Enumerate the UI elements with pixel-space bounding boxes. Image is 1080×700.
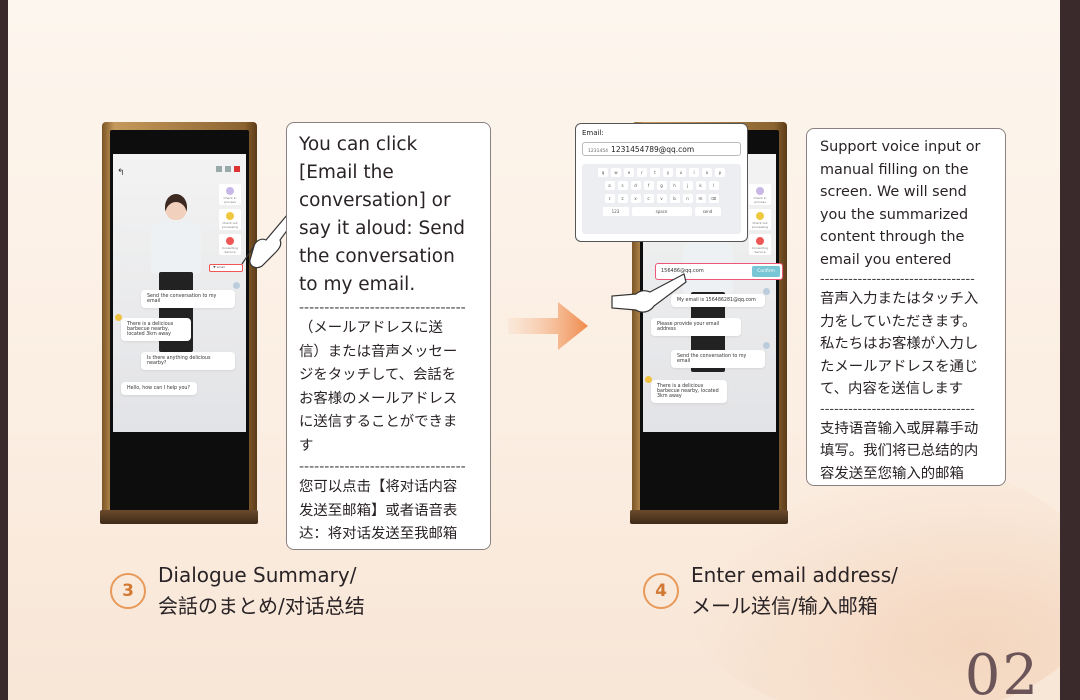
- avatar: [115, 314, 122, 321]
- key[interactable]: i: [689, 168, 699, 177]
- key[interactable]: q: [598, 168, 608, 177]
- on-screen-keyboard: q w e r t y u i o p a s d f g h j k l: [582, 164, 741, 234]
- key[interactable]: k: [695, 181, 706, 190]
- chat-message-bot: There is a delicious barbecue nearby, lo…: [651, 380, 727, 403]
- callout-chinese: 支持语音输入或屏幕手动 填写。我们将已总结的内 容发送至您输入的邮箱: [820, 420, 979, 482]
- key[interactable]: j: [682, 181, 693, 190]
- side-menu: Check in process Check out processing Co…: [219, 184, 241, 255]
- menu-consulting[interactable]: Consulting Service: [749, 234, 771, 255]
- divider: ---------------------------------: [820, 402, 975, 416]
- kiosk-display: ↰ Check in process Check out processing …: [113, 154, 246, 432]
- chat-message-user: My email is 156486281@qq.com: [671, 294, 765, 307]
- key[interactable]: l: [708, 181, 719, 190]
- email-field-value: 1231454789@qq.com: [611, 145, 695, 154]
- menu-check-in[interactable]: Check in process: [749, 184, 771, 205]
- arrow-right-icon: [508, 302, 588, 350]
- chat-message-user: Send the conversation to my email: [141, 290, 235, 308]
- chat-message-bot: Please provide your email address: [651, 318, 741, 336]
- divider: ---------------------------------: [299, 301, 466, 315]
- email-conversation-button[interactable]: ♥ email: [209, 264, 243, 272]
- confirm-button[interactable]: Confirm: [752, 266, 780, 277]
- email-confirm-value: 156486@qq.com: [661, 268, 704, 274]
- key[interactable]: s: [617, 181, 628, 190]
- key[interactable]: a: [604, 181, 615, 190]
- email-confirm-bar[interactable]: 156486@qq.com Confirm: [655, 263, 783, 280]
- key[interactable]: c: [643, 194, 654, 203]
- step-label-3: 3 Dialogue Summary/ 会話のまとめ/对话总结: [110, 560, 365, 622]
- key[interactable]: w: [611, 168, 621, 177]
- shift-key[interactable]: ⇧: [604, 194, 615, 203]
- page-number: 02: [964, 643, 1040, 700]
- email-field-prefix: 1231454: [588, 149, 609, 154]
- step-number-badge: 3: [110, 573, 146, 609]
- avatar: [645, 376, 652, 383]
- send-key[interactable]: send: [694, 207, 721, 216]
- key[interactable]: n: [682, 194, 693, 203]
- side-menu: Check in process Check out processing Co…: [749, 184, 771, 255]
- chat-message-bot: There is a delicious barbecue nearby, lo…: [121, 318, 191, 341]
- kiosk-base: [100, 510, 258, 524]
- chat-message-user: Is there anything delicious nearby?: [141, 352, 235, 370]
- step-label-4: 4 Enter email address/ メール送信/输入邮箱: [643, 560, 898, 622]
- callout-english: You can click [Email the conversation] o…: [299, 134, 466, 295]
- key[interactable]: m: [695, 194, 706, 203]
- step-title: Enter email address/ メール送信/输入邮箱: [691, 563, 898, 618]
- callout-japanese: 音声入力またはタッチ入 力をしていただきます。 私たちはお客様が入力し たメール…: [820, 291, 979, 397]
- keyboard-row: a s d f g h j k l: [586, 181, 737, 190]
- key[interactable]: r: [637, 168, 647, 177]
- callout-step3: You can click [Email the conversation] o…: [286, 122, 491, 550]
- menu-check-out[interactable]: Check out processing: [219, 209, 241, 230]
- space-key[interactable]: space: [631, 207, 692, 216]
- callout-english: Support voice input or manual filling on…: [820, 139, 981, 268]
- key[interactable]: p: [715, 168, 725, 177]
- avatar: [763, 288, 770, 295]
- keyboard-row: ⇧ z x c v b n m ⌫: [586, 194, 737, 203]
- pointing-hand-icon: [611, 273, 687, 313]
- menu-consulting[interactable]: Consulting Service: [219, 234, 241, 255]
- key[interactable]: x: [630, 194, 641, 203]
- key[interactable]: g: [656, 181, 667, 190]
- key[interactable]: y: [663, 168, 673, 177]
- kiosk-base: [630, 510, 788, 524]
- avatar: [233, 282, 240, 289]
- keyboard-row: 123 space send: [586, 207, 737, 216]
- menu-check-in[interactable]: Check in process: [219, 184, 241, 205]
- keyboard-row: q w e r t y u i o p: [586, 168, 737, 177]
- step-number-badge: 4: [643, 573, 679, 609]
- key[interactable]: v: [656, 194, 667, 203]
- key[interactable]: h: [669, 181, 680, 190]
- key[interactable]: z: [617, 194, 628, 203]
- key[interactable]: f: [643, 181, 654, 190]
- divider: ---------------------------------: [820, 273, 975, 286]
- key[interactable]: u: [676, 168, 686, 177]
- avatar: [763, 342, 770, 349]
- divider: ---------------------------------: [299, 460, 466, 474]
- main-panel: ↰ Check in process Check out processing …: [8, 0, 1060, 700]
- email-label: Email:: [582, 129, 604, 137]
- key[interactable]: e: [624, 168, 634, 177]
- key[interactable]: t: [650, 168, 660, 177]
- callout-japanese: （メールアドレスに送 信）または音声メッセー ジをタッチして、会話を お客様のメ…: [299, 320, 458, 454]
- backspace-key[interactable]: ⌫: [708, 194, 719, 203]
- key[interactable]: o: [702, 168, 712, 177]
- step-title: Dialogue Summary/ 会話のまとめ/对话总结: [158, 563, 365, 618]
- callout-step4: Support voice input or manual filling on…: [806, 128, 1006, 486]
- kiosk-screen: ↰ Check in process Check out processing …: [110, 130, 249, 514]
- kiosk-step3: ↰ Check in process Check out processing …: [102, 122, 257, 522]
- chat-message-user: Send the conversation to my email: [671, 350, 765, 368]
- key[interactable]: d: [630, 181, 641, 190]
- back-icon[interactable]: ↰: [117, 168, 125, 178]
- callout-chinese: 您可以点击【将对话内容 发送至邮箱】或者语音表 达：将对话发送至我邮箱: [299, 479, 458, 542]
- chat-message-bot: Hello, how can I help you?: [121, 382, 197, 395]
- top-status-icons: [216, 166, 240, 172]
- numbers-key[interactable]: 123: [602, 207, 629, 216]
- key[interactable]: b: [669, 194, 680, 203]
- menu-check-out[interactable]: Check out processing: [749, 209, 771, 230]
